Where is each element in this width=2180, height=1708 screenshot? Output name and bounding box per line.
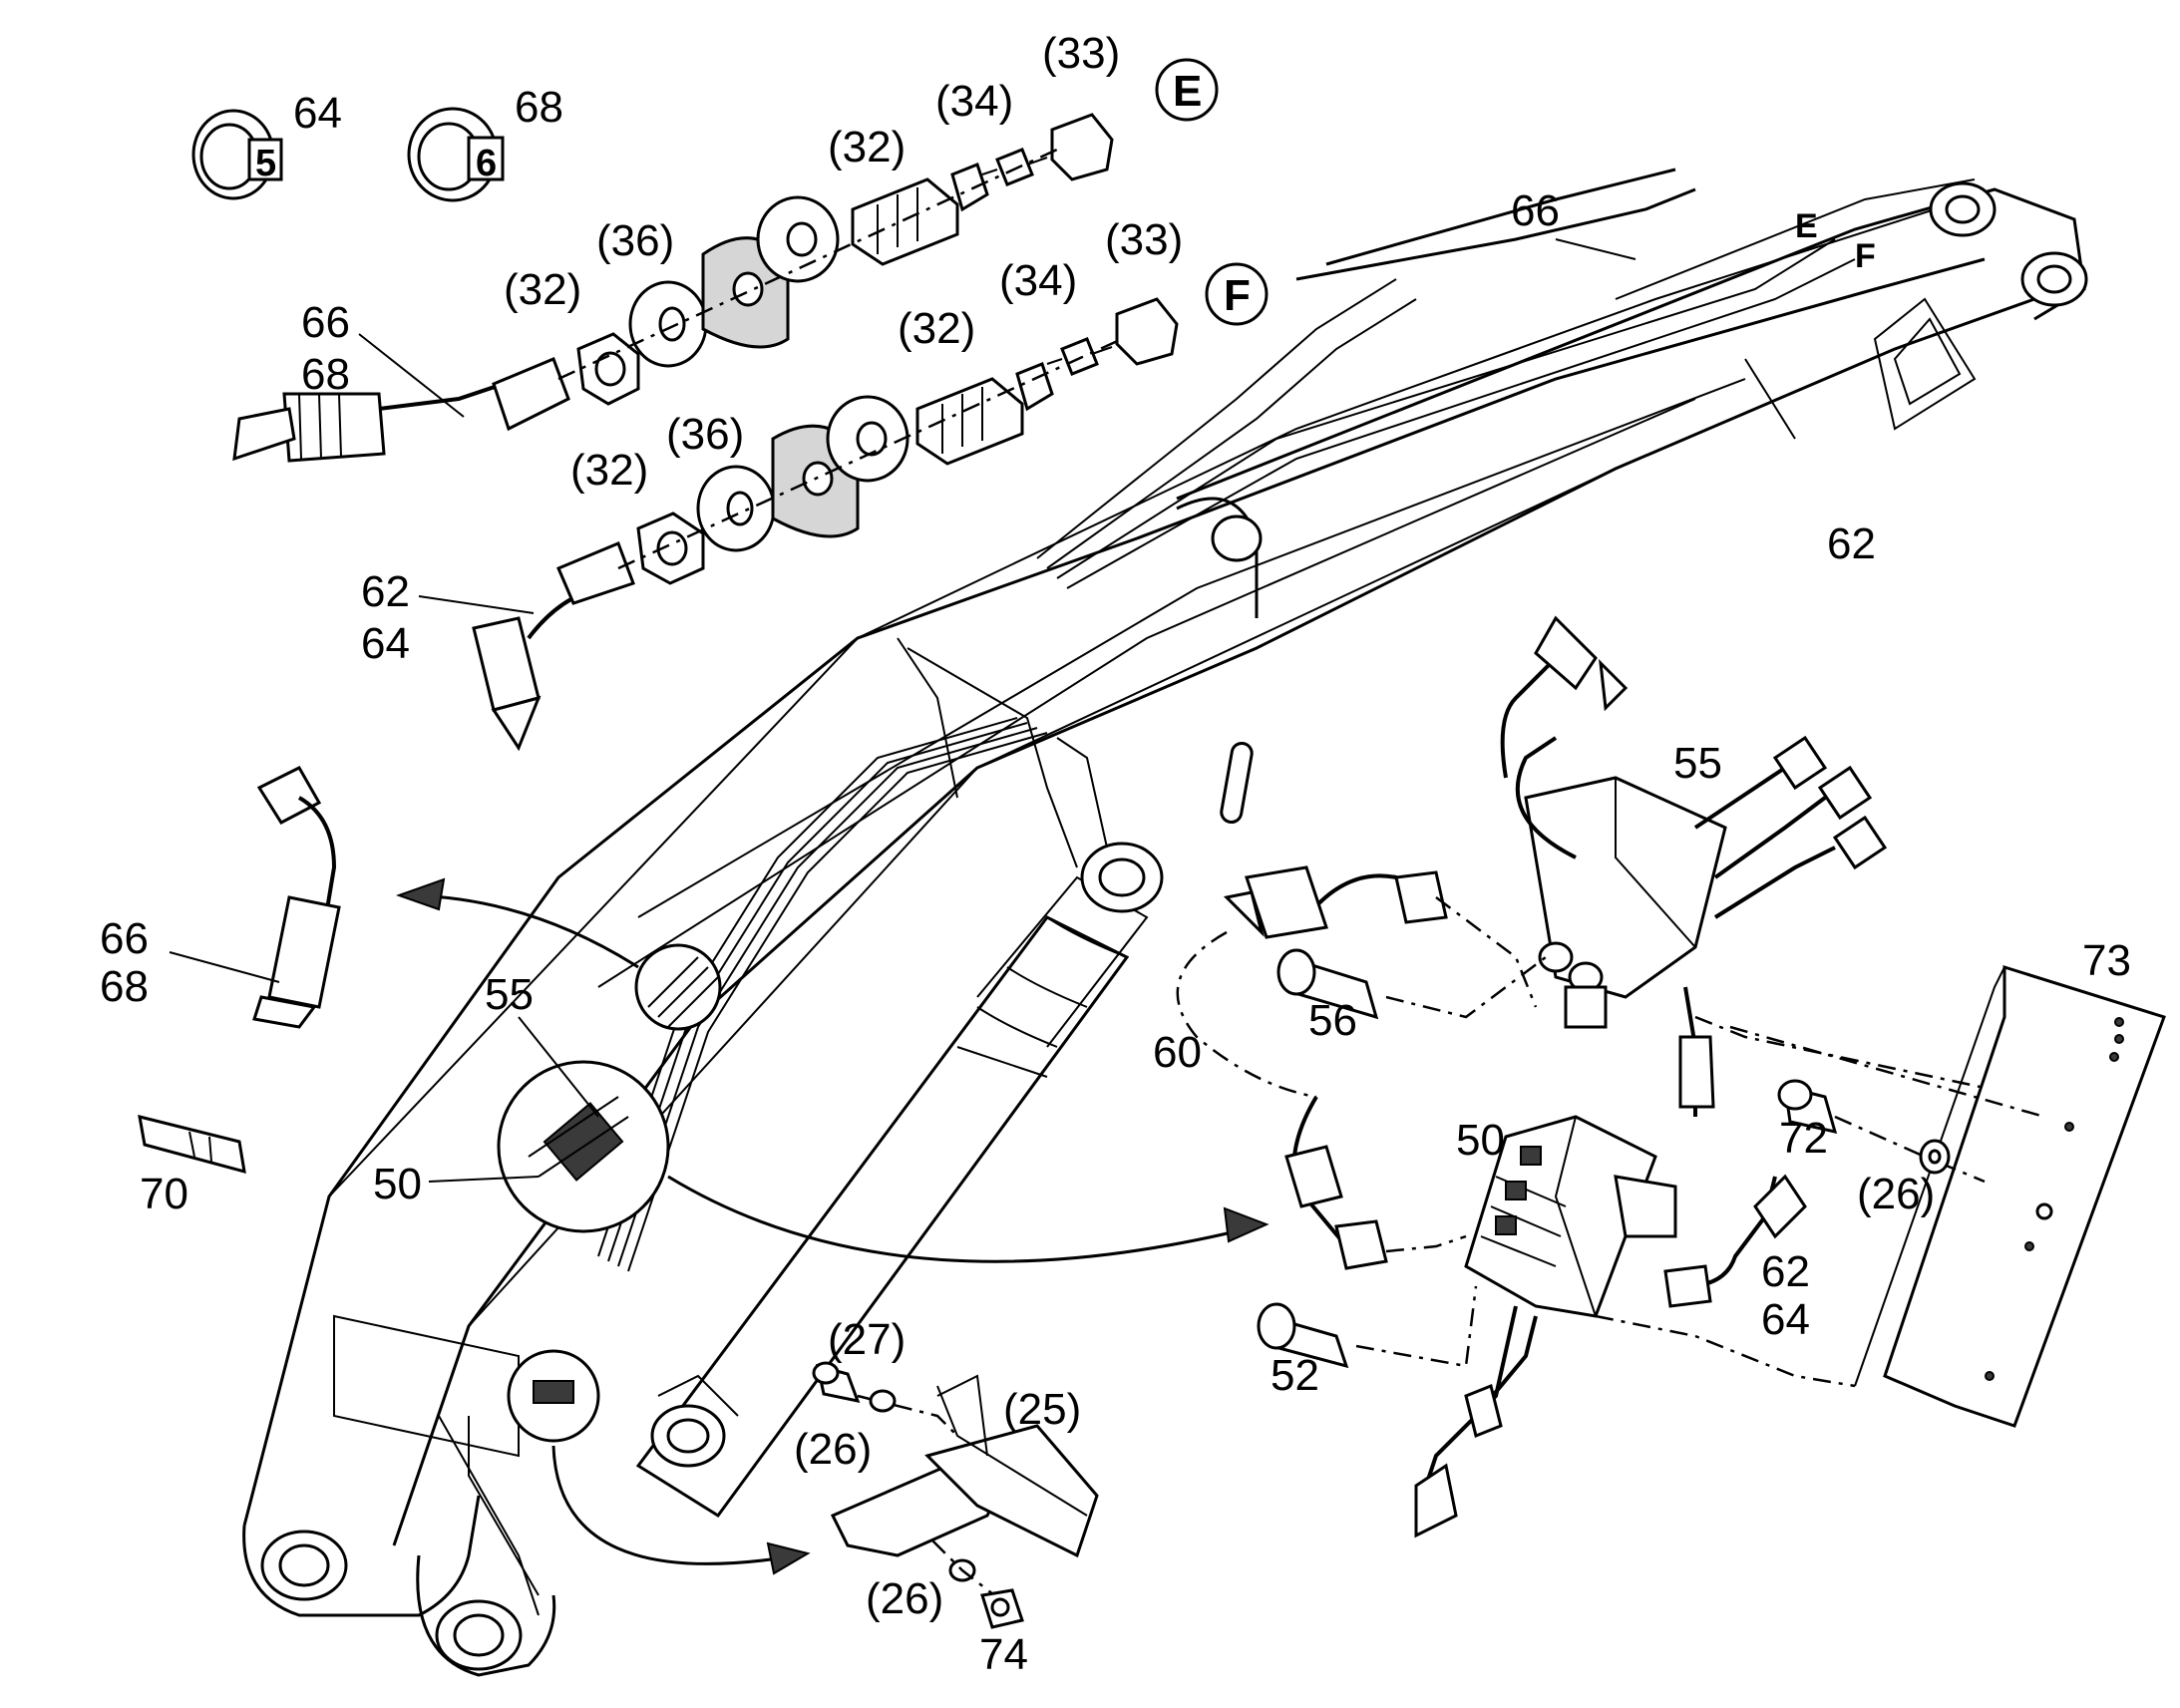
label-34-f: (34) [999,256,1077,305]
valve-block-50 [1284,1095,1856,1538]
label-26-a: (26) [794,1425,872,1474]
label-72: 72 [1779,1114,1828,1163]
label-60: 60 [1153,1028,1202,1077]
mark-f-boom: F [1855,237,1876,275]
bolt-72 [1777,1079,1986,1184]
label-55-detail: 55 [485,970,534,1019]
label-32-f2: (32) [570,446,648,495]
label-68-a: 68 [301,350,350,399]
marker-ring-64 [191,109,283,200]
leader-55 [518,1016,599,1118]
hydraulic-cylinder [635,842,1164,1519]
boom-arm [242,178,2088,1677]
label-34-e: (34) [935,77,1013,126]
label-33-f: (33) [1105,215,1183,264]
label-68-top: 68 [515,83,563,132]
bracket-25 [830,1374,1099,1558]
label-32-e2: (32) [504,265,581,314]
label-73: 73 [2082,936,2131,985]
label-36-f: (36) [666,410,744,459]
label-62-boom: 62 [1827,519,1876,568]
label-36-e: (36) [596,216,674,265]
label-33-e: (33) [1042,29,1120,78]
label-56: 56 [1308,996,1357,1045]
detail-arrow-valve [667,1175,1258,1263]
screw-56 [1276,948,1547,1020]
label-50-detail: 50 [373,1160,422,1208]
detail-circle-upper [634,943,722,1031]
cable-tie-70 [138,1114,246,1175]
label-25: (25) [1003,1385,1081,1434]
detail-circle-valve [497,1060,670,1233]
detail-arrow-lower [551,1445,799,1565]
leader-62-boom [1744,358,1796,440]
label-62-a: 62 [361,567,410,616]
mark-e-boom: E [1795,207,1818,245]
label-26-b: (26) [866,1574,943,1623]
label-66-b: 66 [100,914,149,963]
leader-50 [428,1176,540,1183]
leader-66-boom [1555,238,1636,260]
washer-26-plate [1919,1139,1951,1175]
valve-block-55 [1223,615,2075,1117]
label-66-a: 66 [301,298,350,347]
label-62-b: 62 [1761,1247,1810,1296]
label-26-plate: (26) [1857,1170,1935,1218]
mounting-plate-73 [1729,964,2166,1428]
circle-letter-f: F [1224,271,1251,320]
screw-52 [1257,1285,1478,1369]
label-50-valve: 50 [1456,1116,1505,1165]
label-64-top: 64 [293,89,342,138]
label-70: 70 [140,1170,188,1218]
detail-circle-lower [507,1349,600,1443]
circle-letter-e: E [1173,67,1202,116]
marker-ring-68 [407,107,505,202]
boom-foot-plate [333,1314,520,1458]
label-55-valve: 55 [1673,739,1722,788]
label-52: 52 [1271,1351,1319,1400]
circle-marker-f [1205,262,1269,326]
badge-5: 5 [255,143,276,184]
label-64-a: 64 [361,619,410,668]
hose-elbow-66-68 [169,766,341,1029]
boom-slot [1220,741,1254,825]
label-66-boom: 66 [1511,186,1560,235]
fitting-stack-f [418,297,1179,752]
nut-74 [980,1588,1024,1629]
fitting-stack-e [232,113,1114,463]
label-64-b: 64 [1761,1295,1810,1344]
badge-6: 6 [476,143,497,184]
label-32-e: (32) [828,123,906,171]
washer-26-a [869,1389,897,1413]
label-27: (27) [828,1315,906,1364]
label-32-f: (32) [898,304,975,353]
harness-route-60 [1176,930,1317,1099]
label-74: 74 [979,1630,1028,1679]
label-68-b: 68 [100,962,149,1011]
circle-marker-e [1155,58,1219,122]
